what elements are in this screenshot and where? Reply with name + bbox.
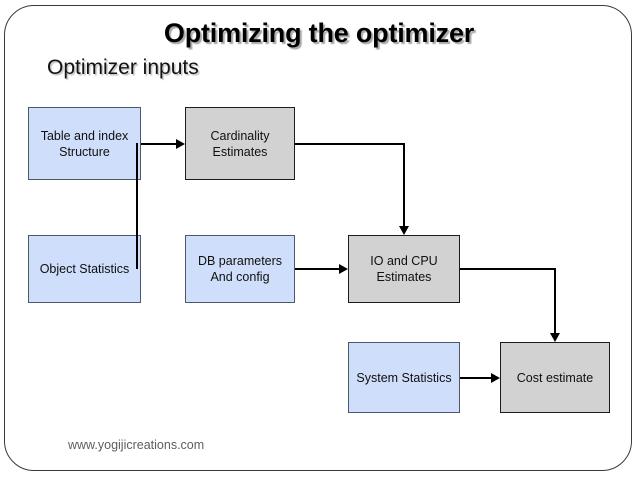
node-label: DB parameters And config [198,253,282,285]
edge-table-structure-to-cardinality-horizontal [141,143,176,145]
edge-table-structure-to-cardinality-arrowhead [176,139,185,149]
node-label-line-2: And config [210,270,270,284]
node-label-line-2: Estimates [212,144,268,159]
node-label-line-1: Cardinality [210,128,270,143]
edge-cardinality-to-io-cpu-arrowhead [399,226,409,235]
edge-system-statistics-to-cost-estimate-horizontal [460,377,491,379]
node-label-line-2: Structure [59,144,110,159]
slide-subtitle: Optimizer inputs [47,56,199,79]
node-cardinality-estimates[interactable]: Cardinality Estimates [185,107,295,180]
node-system-statistics[interactable]: System Statistics [348,342,460,413]
node-io-and-cpu-estimates[interactable]: IO and CPU Estimates [348,235,460,303]
node-label-line-1: Object Statistics [39,262,130,276]
node-db-parameters-and-config[interactable]: DB parameters And config [185,235,295,303]
edge-system-statistics-to-cost-estimate-arrowhead [491,373,500,383]
node-label: Cardinality Estimates [210,128,269,160]
node-label-line-1: DB parameters [197,254,283,268]
edge-io-cpu-to-cost-estimate-arrowhead [550,333,560,342]
node-label-line-1: Cost estimate [516,370,594,385]
node-table-and-index-structure[interactable]: Table and index Structure [28,107,141,180]
node-label: Cost estimate [517,370,593,386]
edge-db-parameters-to-io-cpu-horizontal [295,268,339,270]
node-label: Object Statistics [40,261,130,277]
edge-cardinality-to-io-cpu-vertical [403,143,405,226]
node-label: Table and index Structure [41,128,129,160]
node-label-line-1: System Statistics [356,370,452,385]
edge-io-cpu-to-cost-estimate-vertical [554,268,556,333]
node-cost-estimate[interactable]: Cost estimate [500,342,610,413]
node-object-statistics[interactable]: Object Statistics [28,235,141,303]
node-label-line-1: Table and index [40,128,129,143]
node-label-line-1: IO and CPU [370,254,438,268]
edge-db-parameters-to-io-cpu-arrowhead [339,264,348,274]
page-title: Optimizing the optimizer [163,18,475,48]
node-label: IO and CPU Estimates [370,253,437,285]
edge-cardinality-to-io-cpu-horizontal [295,143,405,145]
node-label-line-2: Estimates [376,270,432,284]
node-label: System Statistics [356,370,451,386]
edge-io-cpu-to-cost-estimate-horizontal [460,268,556,270]
footer-watermark: www.yogijicreations.com [68,438,205,452]
edge-object-statistics-to-cardinality-vertical [136,143,138,269]
